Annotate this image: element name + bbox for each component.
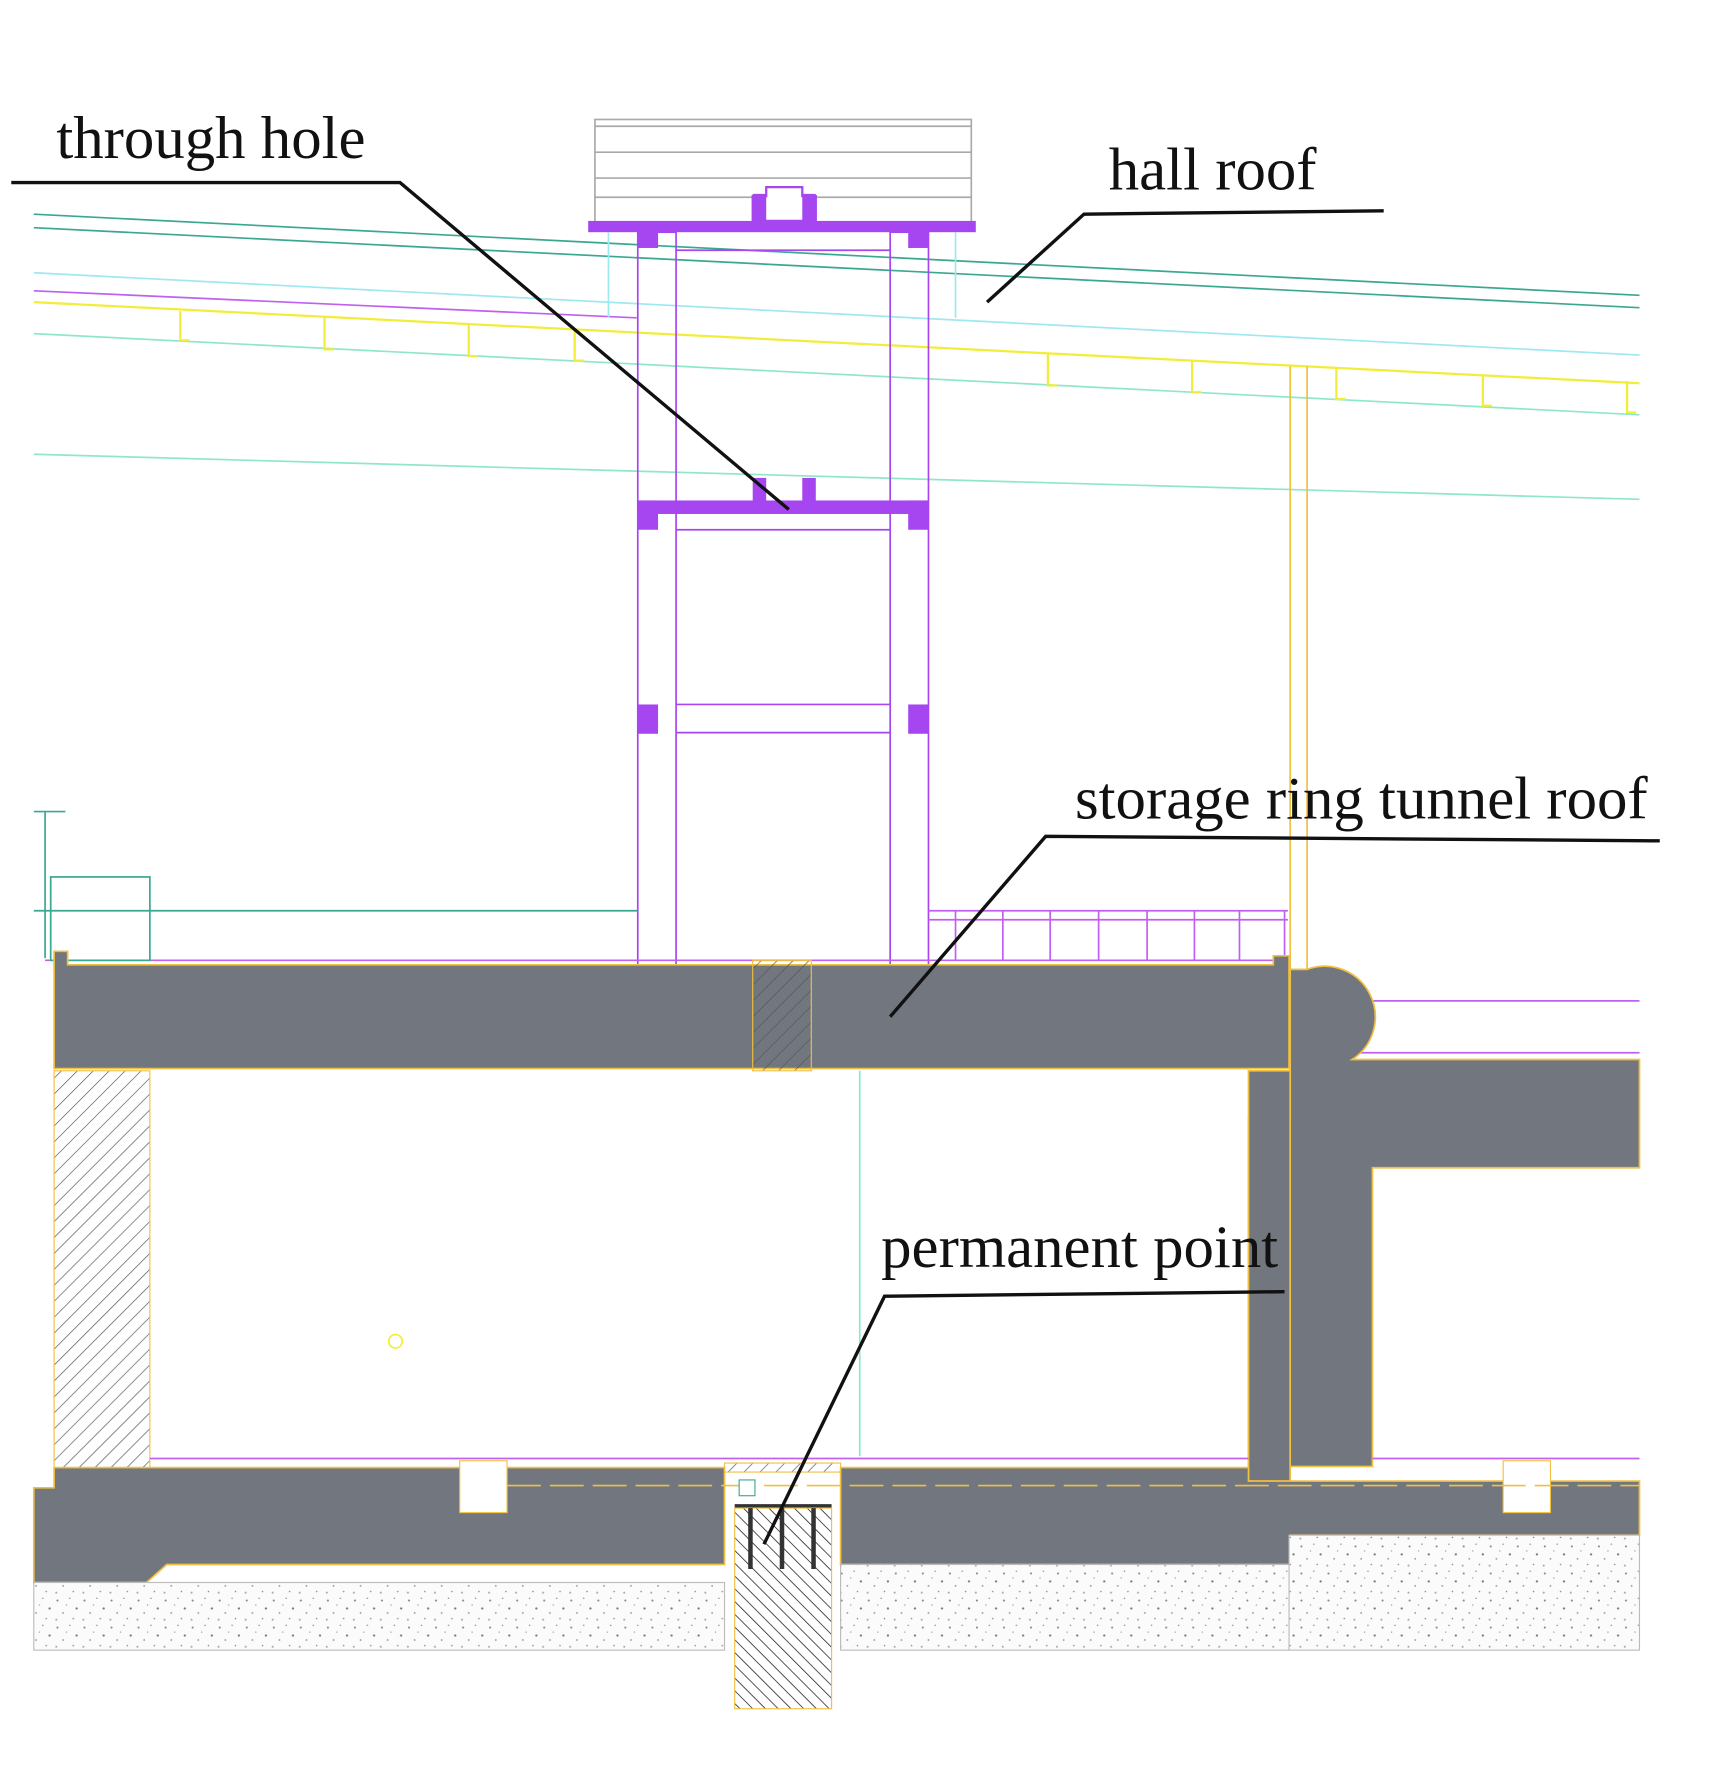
railing (45, 909, 1640, 1054)
label-through-hole: through hole (56, 105, 365, 172)
label-storage-ring-tunnel-roof: storage ring tunnel roof (1075, 765, 1648, 832)
through-hole (752, 959, 812, 1072)
hall-roof-lines (33, 213, 1640, 970)
label-hall-roof: hall roof (1109, 136, 1318, 203)
hatched-wall (53, 1070, 151, 1469)
leader-lines (11, 180, 1660, 1545)
survey-target-icon (387, 1333, 404, 1349)
left-railing (33, 810, 638, 962)
concrete-structure (32, 950, 1641, 1584)
through-hole-shaft (588, 185, 976, 966)
label-permanent-point: permanent point (881, 1214, 1278, 1281)
ground-fill (33, 1534, 1641, 1651)
permanent-point (723, 1462, 842, 1710)
